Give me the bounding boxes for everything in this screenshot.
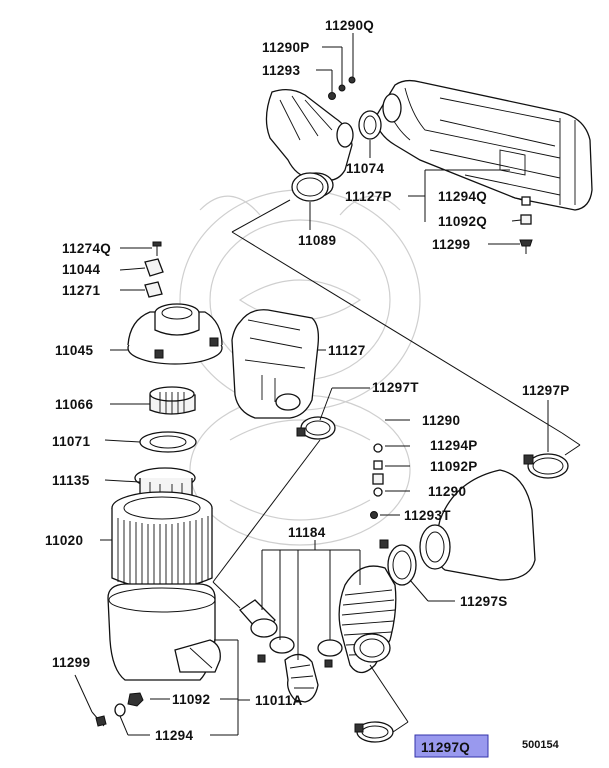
clip-11271[interactable]: [144, 281, 163, 298]
small-hose-piece[interactable]: [239, 599, 278, 638]
hose-clamp-11297s[interactable]: [379, 539, 417, 586]
bolt-11274q[interactable]: [152, 241, 162, 256]
label-11074[interactable]: 11074: [346, 161, 384, 176]
nut-11293t[interactable]: [370, 511, 378, 519]
washer-11290p[interactable]: [338, 84, 346, 92]
label-11092p[interactable]: 11092P: [430, 459, 478, 474]
seal-ring-11071[interactable]: [139, 431, 197, 453]
label-11297s[interactable]: 11297S: [460, 594, 508, 609]
collar-11092p[interactable]: [372, 473, 384, 485]
bolt-11299-bottom[interactable]: [91, 711, 107, 727]
intake-hose-11184[interactable]: [338, 565, 397, 674]
label-11297p[interactable]: 11297P: [522, 383, 570, 398]
grommet-11294q[interactable]: [521, 196, 531, 206]
label-11020[interactable]: 11020: [45, 533, 83, 548]
label-11071[interactable]: 11071: [52, 434, 90, 449]
label-11092[interactable]: 11092: [172, 692, 210, 707]
hose-clamp-11297q[interactable]: [354, 721, 394, 743]
label-11294p[interactable]: 11294P: [430, 438, 478, 453]
label-11066[interactable]: 11066: [55, 397, 93, 412]
intake-duct-11127p[interactable]: [374, 79, 593, 211]
clip-11044[interactable]: [144, 258, 164, 277]
label-11089[interactable]: 11089: [298, 233, 336, 248]
highlight-box-11297q: [414, 734, 489, 758]
label-11293t[interactable]: 11293T: [404, 508, 451, 523]
air-filter-11020[interactable]: [111, 491, 213, 592]
hose-clamp-small-a[interactable]: [257, 636, 295, 663]
diagram-id: 500154: [522, 739, 560, 751]
label-11297q[interactable]: 11297Q: [421, 740, 470, 755]
label-11011a[interactable]: 11011A: [255, 693, 303, 708]
washer-11290q[interactable]: [348, 76, 356, 84]
label-11271[interactable]: 11271: [62, 283, 100, 298]
nut-11092[interactable]: [127, 692, 144, 707]
washer-11290-a[interactable]: [373, 443, 383, 453]
label-11092q[interactable]: 11092Q: [438, 214, 487, 229]
label-11135[interactable]: 11135: [52, 473, 90, 488]
label-11293[interactable]: 11293: [262, 63, 300, 78]
label-11290-a[interactable]: 11290: [422, 413, 460, 428]
label-11299-top[interactable]: 11299: [432, 237, 470, 252]
washer-11290-b[interactable]: [373, 487, 383, 497]
bolt-11299-top[interactable]: [519, 239, 533, 254]
elbow-hose[interactable]: [284, 653, 319, 703]
label-11294q[interactable]: 11294Q: [438, 189, 487, 204]
gasket-ring-11074[interactable]: [358, 110, 382, 140]
label-11127[interactable]: 11127: [328, 343, 366, 358]
filter-element-11066[interactable]: [149, 386, 196, 415]
grommet-11294p[interactable]: [373, 460, 383, 470]
label-11299-bottom[interactable]: 11299: [52, 655, 90, 670]
nut-11293[interactable]: [328, 92, 336, 100]
lower-housing-11011a[interactable]: [107, 583, 221, 681]
label-11184[interactable]: 11184: [288, 525, 326, 540]
air-cleaner-cover-11045[interactable]: [127, 303, 223, 365]
labels: 11290Q 11290P 11293 11074 11127P 11294Q …: [45, 18, 570, 755]
hose-clamp-11297t[interactable]: [296, 416, 336, 440]
label-11297t[interactable]: 11297T: [372, 380, 419, 395]
resonator-box-11127[interactable]: [231, 309, 320, 419]
grommet-11294[interactable]: [114, 703, 126, 717]
air-duct-box[interactable]: [419, 469, 536, 581]
hose-clamp-small-b[interactable]: [317, 639, 343, 668]
collar-11092q[interactable]: [520, 214, 532, 225]
label-11290p-top[interactable]: 11290P: [262, 40, 310, 55]
label-11290-b[interactable]: 11290: [428, 484, 466, 499]
label-11294[interactable]: 11294: [155, 728, 193, 743]
hose-clamp-11089[interactable]: [291, 172, 329, 202]
leader-lines: [74, 33, 581, 736]
label-11044[interactable]: 11044: [62, 262, 100, 277]
hose-clamp-11297p[interactable]: [523, 453, 569, 479]
label-11127p[interactable]: 11127P: [345, 189, 392, 204]
label-11290q-top[interactable]: 11290Q: [325, 18, 374, 33]
label-11045[interactable]: 11045: [55, 343, 93, 358]
label-11274q[interactable]: 11274Q: [62, 241, 111, 256]
